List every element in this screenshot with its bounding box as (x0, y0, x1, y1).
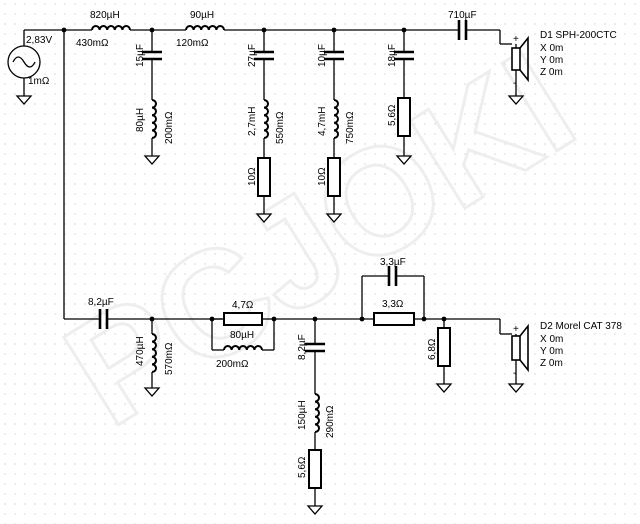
shunt4-branch[interactable] (394, 30, 414, 165)
shunt1-cap-label: 15µF (135, 44, 146, 67)
shunt3-cap-label: 10µF (317, 44, 328, 67)
shunt3-res-label: 10Ω (317, 167, 328, 186)
voltage-source[interactable] (7, 29, 64, 96)
source-resistance-label: 1mΩ (28, 76, 50, 87)
par-res-label: 4,7Ω (232, 300, 254, 311)
shunt1-branch[interactable] (142, 30, 162, 165)
notch-ind-res-label: 290mΩ (325, 405, 336, 438)
parallel-rl[interactable] (211, 312, 275, 351)
bypass-cap-label: 3,3µF (380, 257, 406, 268)
source-ground-icon (15, 95, 33, 105)
shunt2-cap-label: 27µF (247, 44, 258, 67)
d1-plus: + (513, 34, 519, 45)
d1-y: Y 0m (540, 55, 563, 66)
d2-z: Z 0m (540, 358, 563, 369)
l1-resistance: 430mΩ (76, 38, 109, 49)
notch-ind-label: 150µH (297, 400, 308, 430)
series-c-woofer-label: 8,2µF (88, 297, 114, 308)
shunt3-ind-label: 4,7mH (317, 107, 328, 136)
shunt1-ind-res-label: 200mΩ (164, 111, 175, 144)
d2-minus: - (513, 368, 516, 379)
ground-icon (143, 387, 161, 397)
d1-minus: - (513, 78, 516, 89)
load-res-label: 6,8Ω (427, 338, 438, 360)
shunt4-res-label: 5,6Ω (387, 104, 398, 126)
source-voltage-label: 2,83V (26, 35, 52, 46)
d2-plus: + (513, 324, 519, 335)
ground-icon (395, 155, 413, 165)
woofer-shunt1-ind-label: 470µH (135, 336, 146, 366)
par-ind-label: 80µH (230, 330, 254, 341)
d1-z: Z 0m (540, 67, 563, 78)
d2-y: Y 0m (540, 346, 563, 357)
l2-resistance: 120mΩ (176, 38, 209, 49)
ground-icon (306, 505, 324, 515)
shunt2-branch[interactable] (254, 30, 274, 223)
notch-cap-label: 8,2µF (297, 334, 308, 360)
shunt2-res-label: 10Ω (247, 167, 258, 186)
par-ind-res-label: 200mΩ (216, 359, 249, 370)
speaker-d1-icon[interactable] (507, 35, 529, 105)
load-res-branch[interactable] (435, 319, 453, 393)
l2-value: 90µH (190, 10, 214, 21)
series-res-label: 3,3Ω (382, 299, 404, 310)
d2-x: X 0m (540, 334, 563, 345)
l1-value: 820µH (90, 10, 120, 21)
woofer-shunt1-ind-res-label: 570mΩ (164, 342, 175, 375)
ground-icon (435, 383, 453, 393)
d1-x: X 0m (540, 43, 563, 54)
ground-icon (143, 155, 161, 165)
notch-branch[interactable] (305, 319, 325, 515)
woofer-shunt1-branch[interactable] (143, 319, 161, 397)
shunt3-ind-res-label: 750mΩ (345, 111, 356, 144)
d2-name: D2 Morel CAT 378 (540, 321, 622, 332)
inductor-l1[interactable] (91, 25, 131, 31)
ground-icon (325, 213, 343, 223)
inductor-l2[interactable] (185, 25, 225, 31)
shunt4-cap-label: 18µF (387, 44, 398, 67)
d1-name: D1 SPH-200CTC (540, 30, 617, 41)
shunt2-ind-res-label: 550mΩ (275, 111, 286, 144)
series-c-tweeter-label: 710µF (448, 10, 477, 21)
shunt3-branch[interactable] (324, 30, 344, 223)
notch-res-label: 5,6Ω (297, 456, 308, 478)
shunt2-ind-label: 2,7mH (247, 107, 258, 136)
speaker-d2-icon[interactable] (507, 323, 529, 393)
shunt1-ind-label: 80µH (135, 108, 146, 132)
ground-icon (255, 213, 273, 223)
